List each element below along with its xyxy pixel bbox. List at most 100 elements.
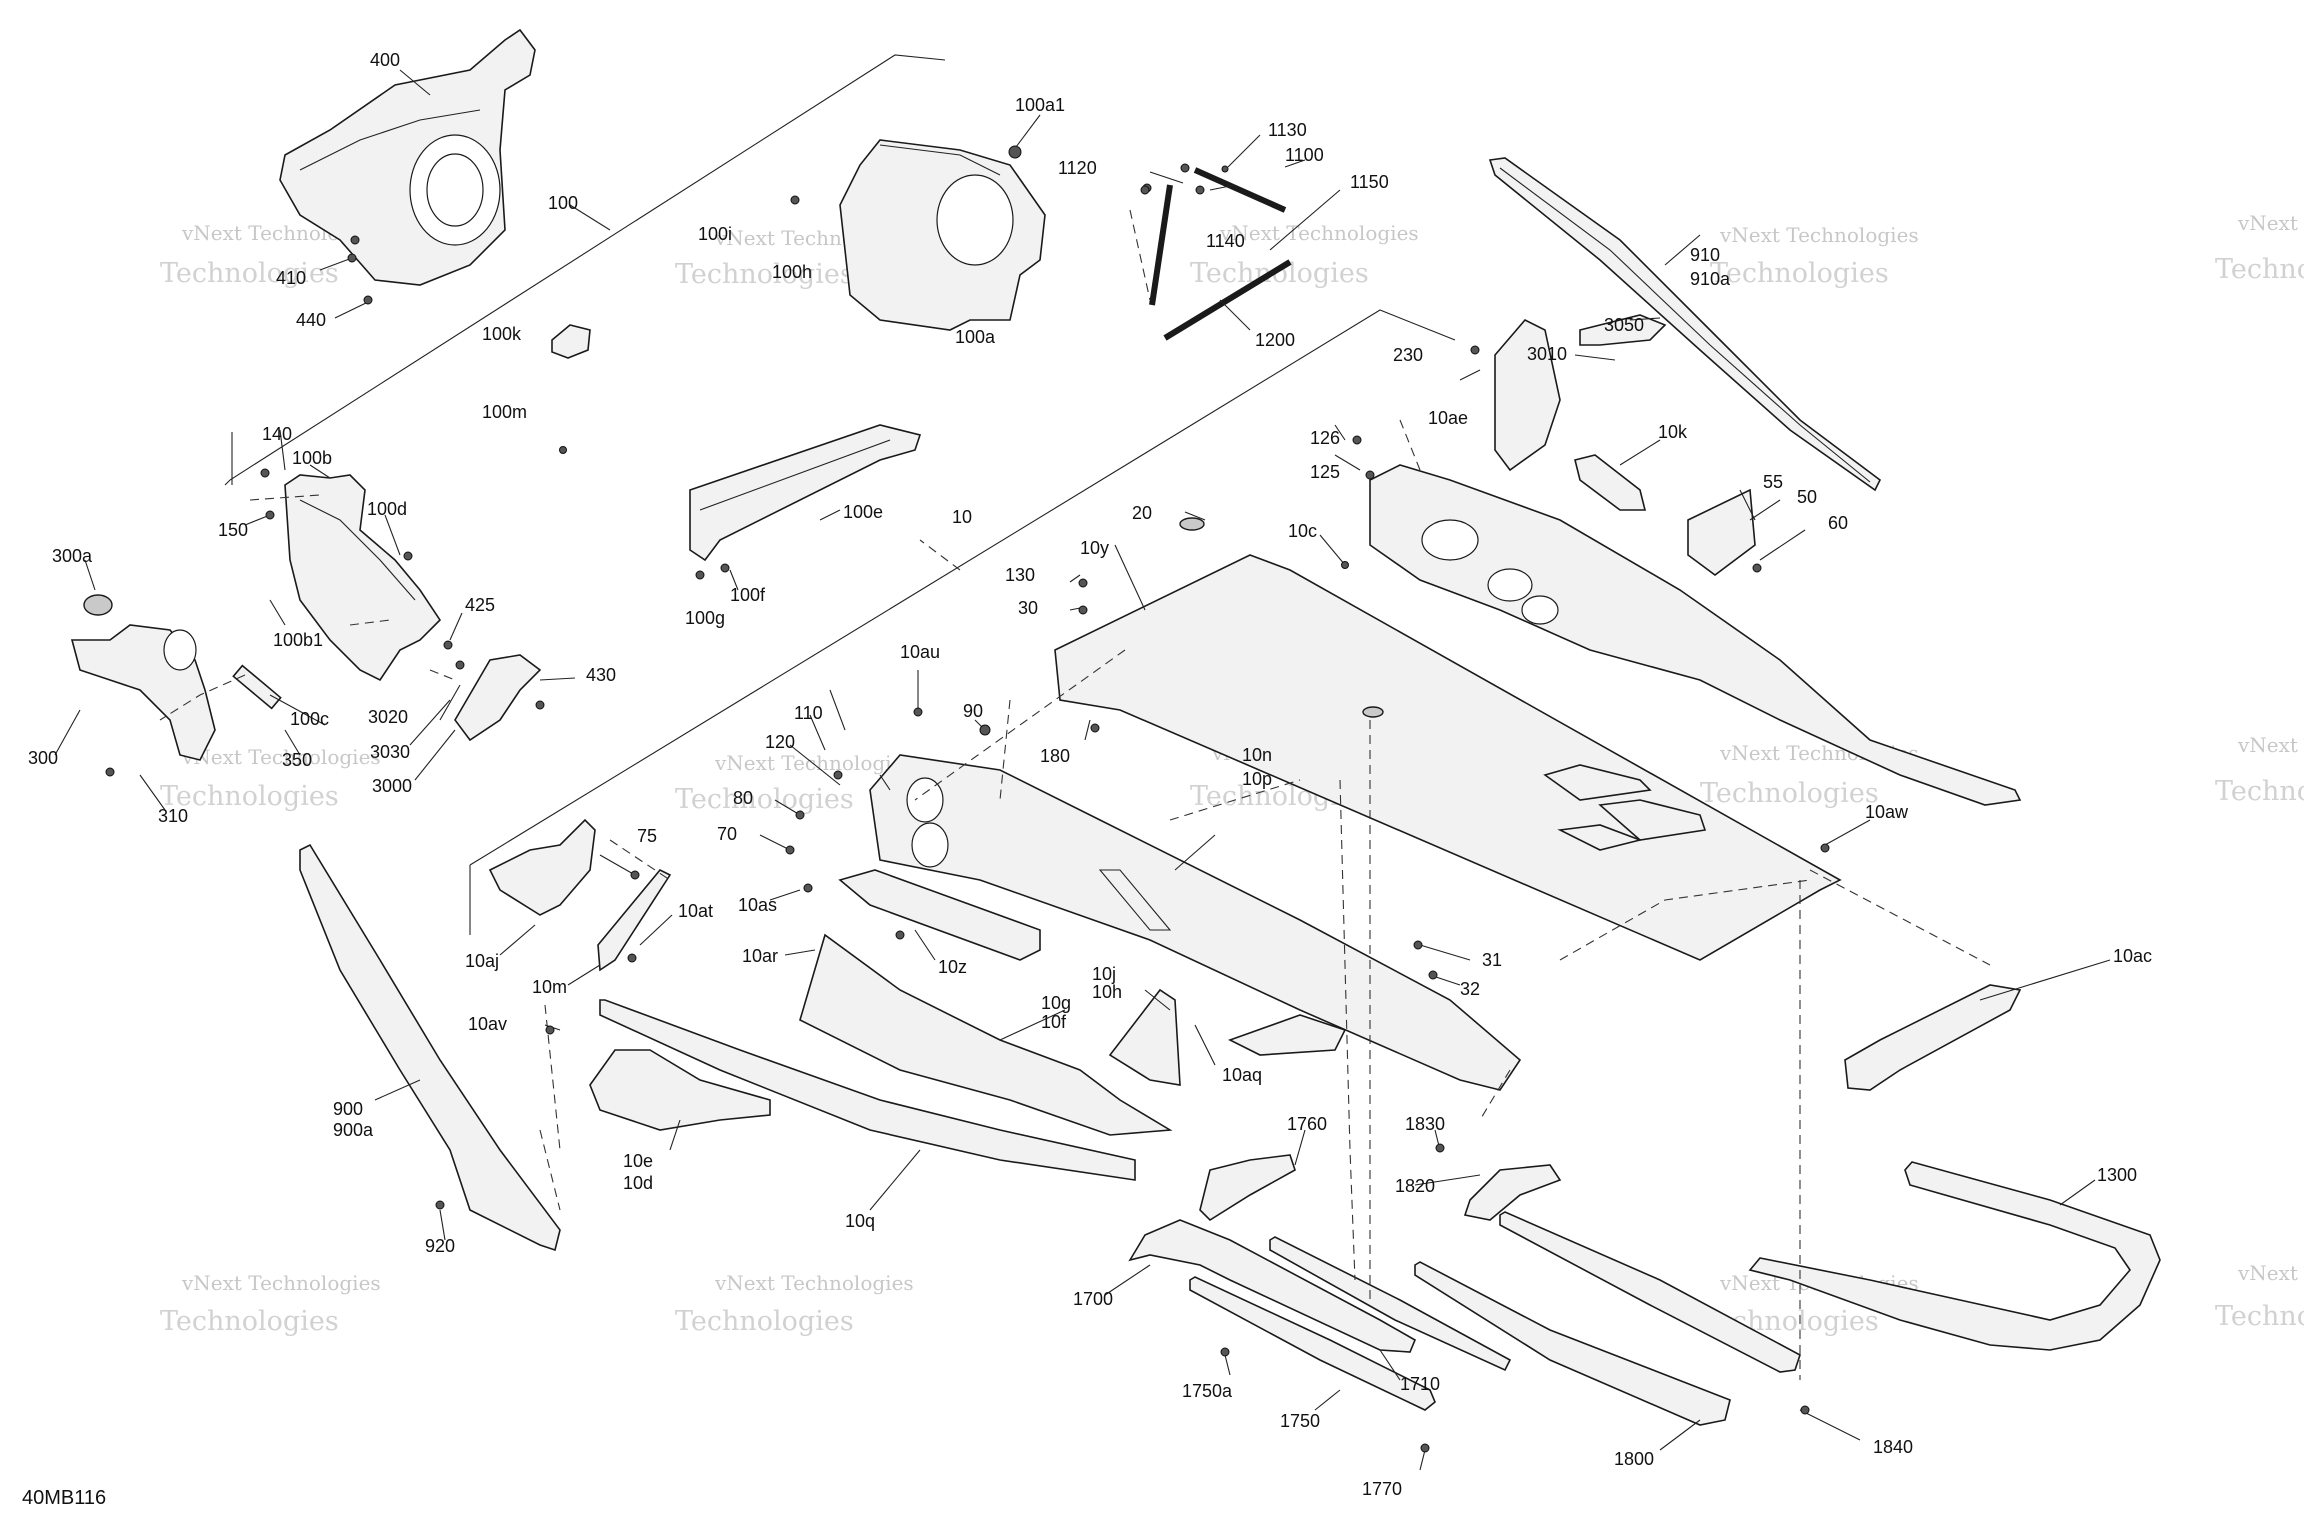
- callout-100d: 100d: [367, 499, 407, 519]
- callout-10k: 10k: [1658, 422, 1688, 442]
- callout-10q: 10q: [845, 1211, 875, 1231]
- watermark-text: Technologies: [2215, 1301, 2304, 1332]
- part-100k-cover: [551, 324, 591, 454]
- callout-32: 32: [1460, 979, 1480, 999]
- callout-1800: 1800: [1614, 1449, 1654, 1469]
- watermark-text: Technologies: [2215, 776, 2304, 807]
- part-10y-tunnel-top: [1054, 517, 1842, 961]
- part-100a-upper-frame: [839, 139, 1046, 331]
- callout-910: 910: [1690, 245, 1720, 265]
- callout-10at: 10at: [678, 901, 713, 921]
- watermark-text: vNext Technologies: [181, 1271, 381, 1295]
- part-1100-1200-struts: [1142, 163, 1292, 341]
- callout-70: 70: [717, 824, 737, 844]
- callout-110: 110: [794, 703, 823, 723]
- callout-150: 150: [218, 520, 248, 540]
- assembly-bracket-lines: [224, 54, 1456, 935]
- watermark-text: vNext Technologies: [2237, 1261, 2304, 1285]
- callout-126: 126: [1310, 428, 1340, 448]
- callout-10g: 10g: [1041, 993, 1071, 1013]
- callout-130: 130: [1005, 565, 1035, 585]
- callout-31: 31: [1482, 950, 1502, 970]
- watermark-text: Technologies: [160, 1306, 339, 1337]
- callout-10aj: 10aj: [465, 951, 499, 971]
- watermark-text: Technologies: [1710, 258, 1889, 289]
- callout-100m: 100m: [482, 402, 527, 422]
- callout-350: 350: [282, 750, 312, 770]
- callout-100c: 100c: [290, 709, 329, 729]
- callout-1700: 1700: [1073, 1289, 1113, 1309]
- callout-410: 410: [276, 268, 306, 288]
- part-10e-footrest: [589, 1049, 771, 1131]
- callout-3030: 3030: [370, 742, 410, 762]
- part-10c-right-rail: [1369, 464, 2022, 806]
- part-100b-side-frame: [284, 474, 442, 682]
- fastener-dots: [105, 145, 1830, 1453]
- callout-labels: 400 100 410 440 100a1 100i 100h 100a 112…: [28, 50, 2152, 1499]
- callout-80: 80: [733, 788, 753, 808]
- callout-900a: 900a: [333, 1120, 374, 1140]
- callout-300: 300: [28, 748, 58, 768]
- part-400-front-frame: [279, 28, 536, 286]
- part-10ac-rear-bracket: [1844, 984, 2022, 1091]
- watermark-text: Technologies: [1700, 778, 1879, 809]
- figure-code: 40MB116: [22, 1487, 106, 1509]
- callout-1770: 1770: [1362, 1479, 1402, 1499]
- watermark-text: vNext Technologies: [181, 745, 381, 769]
- callout-310: 310: [158, 806, 188, 826]
- callout-1760: 1760: [1287, 1114, 1327, 1134]
- callout-3010: 3010: [1527, 344, 1567, 364]
- callout-30: 30: [1018, 598, 1038, 618]
- watermark-text: vNext Technologies: [2237, 733, 2304, 757]
- leader-lines: [54, 69, 2111, 1471]
- callout-1200: 1200: [1255, 330, 1295, 350]
- callout-100k: 100k: [482, 324, 522, 344]
- part-1700-1750-rails: [1128, 1154, 1512, 1411]
- callout-1750a: 1750a: [1182, 1381, 1233, 1401]
- callout-20: 20: [1132, 503, 1152, 523]
- callout-180: 180: [1040, 746, 1070, 766]
- watermark-text: Technologies: [675, 259, 854, 290]
- part-100e-plate: [689, 424, 922, 562]
- part-3000-bracket: [454, 654, 542, 742]
- watermark-text: vNext Technologies: [714, 751, 914, 775]
- callout-3050: 3050: [1604, 315, 1644, 335]
- callout-10av: 10av: [468, 1014, 507, 1034]
- callout-100h: 100h: [772, 262, 812, 282]
- callout-75: 75: [637, 826, 657, 846]
- callout-100b1: 100b1: [273, 630, 323, 650]
- part-900-front-rail: [299, 843, 561, 1252]
- callout-100i: 100i: [698, 224, 732, 244]
- part-10z-foot-plate: [838, 869, 1041, 961]
- callout-3020: 3020: [368, 707, 408, 727]
- watermark-text: Technologies: [675, 1306, 854, 1337]
- callout-125: 125: [1310, 462, 1340, 482]
- callout-1100: 1100: [1285, 145, 1324, 165]
- alignment-dashed-lines: [159, 209, 1991, 1380]
- watermark-text: Technologies: [675, 784, 854, 815]
- callout-1830: 1830: [1405, 1114, 1445, 1134]
- callout-10d: 10d: [623, 1173, 653, 1193]
- callout-10p: 10p: [1242, 769, 1272, 789]
- callout-1750: 1750: [1280, 1411, 1320, 1431]
- callout-100: 100: [548, 193, 578, 213]
- callout-120: 120: [765, 732, 795, 752]
- watermark-text: Technologies: [2215, 254, 2304, 285]
- callout-3000: 3000: [372, 776, 412, 796]
- callout-10m: 10m: [532, 977, 567, 997]
- callout-100a: 100a: [955, 327, 996, 347]
- callout-1140: 1140: [1206, 231, 1245, 251]
- part-1300-bumper: [1748, 1161, 2161, 1351]
- callout-900: 900: [333, 1099, 363, 1119]
- callout-140: 140: [262, 424, 292, 444]
- watermark-text: Technologies: [160, 258, 339, 289]
- watermark-text: vNext Technologies: [714, 1271, 914, 1295]
- callout-55: 55: [1763, 472, 1783, 492]
- callout-300a: 300a: [52, 546, 93, 566]
- callout-1130: 1130: [1268, 120, 1307, 140]
- callout-60: 60: [1828, 513, 1848, 533]
- callout-10j: 10j: [1092, 964, 1116, 984]
- watermark-text: vNext Technologies: [1719, 223, 1919, 247]
- callout-920: 920: [425, 1236, 455, 1256]
